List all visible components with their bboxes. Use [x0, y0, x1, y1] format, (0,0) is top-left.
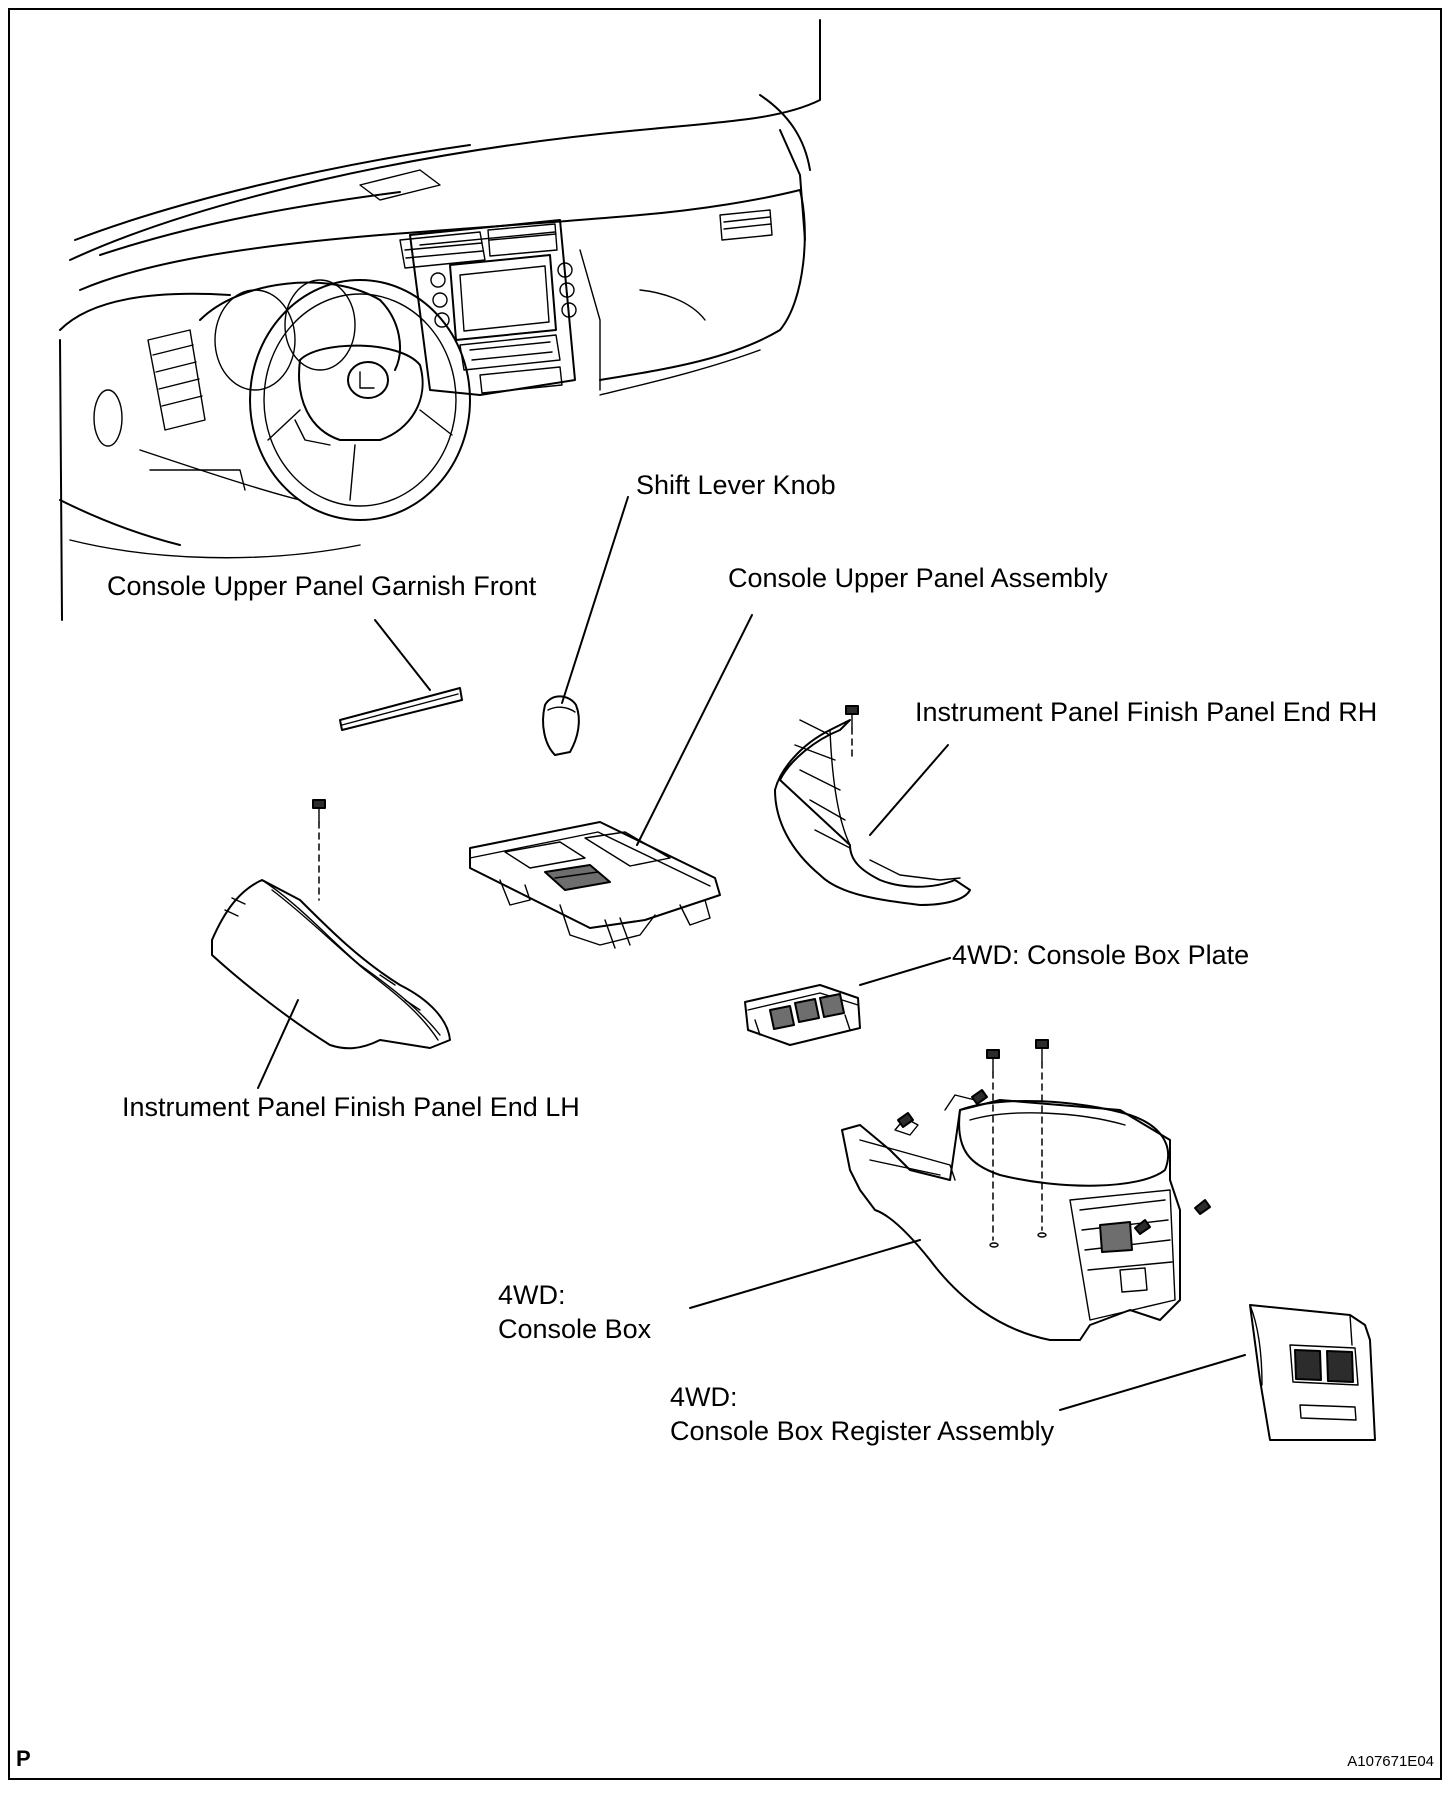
label-console-box-register-line1: 4WD:: [670, 1382, 738, 1412]
label-shift-lever-knob: Shift Lever Knob: [636, 470, 836, 500]
screw-icon: [312, 799, 326, 823]
label-console-upper-panel-garnish-front: Console Upper Panel Garnish Front: [107, 571, 537, 601]
leader-finish-panel-end-lh: [257, 999, 299, 1089]
label-console-box-line1: 4WD:: [498, 1280, 566, 1310]
screw-icon: [897, 1112, 914, 1128]
screw-icon: [986, 1049, 1000, 1073]
screw-icon: [1134, 1219, 1151, 1235]
leader-console-box: [689, 1239, 921, 1309]
leader-console-box-register: [1059, 1354, 1246, 1411]
leader-finish-panel-end-rh: [869, 744, 949, 836]
leader-garnish-front: [374, 619, 431, 691]
console-box-plate-part: [744, 957, 951, 1046]
screw-icon: [845, 705, 859, 729]
page-letter: P: [16, 1746, 31, 1771]
console-box-register-assembly-part: [1059, 1304, 1376, 1441]
leader-console-box-plate: [859, 957, 951, 986]
leader-shift-lever-knob: [561, 496, 629, 704]
label-instrument-panel-finish-panel-end-rh: Instrument Panel Finish Panel End RH: [915, 697, 1378, 727]
console-upper-panel-assembly-part: [469, 614, 753, 949]
label-console-box-line2: Console Box: [498, 1314, 652, 1344]
dashboard-illustration: [59, 19, 821, 621]
console-upper-panel-garnish-front-part: [339, 619, 463, 731]
leader-console-upper-panel-assembly: [636, 614, 753, 846]
label-console-box-plate: 4WD: Console Box Plate: [952, 940, 1250, 970]
instrument-panel-finish-panel-end-rh-part: [774, 705, 971, 906]
figure-code: A107671E04: [1347, 1753, 1434, 1770]
diagram-frame: [8, 8, 1442, 1780]
screw-icon: [971, 1089, 988, 1105]
label-instrument-panel-finish-panel-end-lh: Instrument Panel Finish Panel End LH: [122, 1092, 580, 1122]
instrument-panel-finish-panel-end-lh-part: [211, 799, 451, 1089]
shift-lever-knob-part: [542, 496, 629, 756]
label-console-box-register-line2: Console Box Register Assembly: [670, 1416, 1055, 1446]
screw-icon: [1035, 1039, 1049, 1063]
label-console-upper-panel-assembly: Console Upper Panel Assembly: [728, 563, 1108, 593]
screw-icon: [1194, 1199, 1211, 1215]
console-box-part: [689, 1039, 1211, 1341]
